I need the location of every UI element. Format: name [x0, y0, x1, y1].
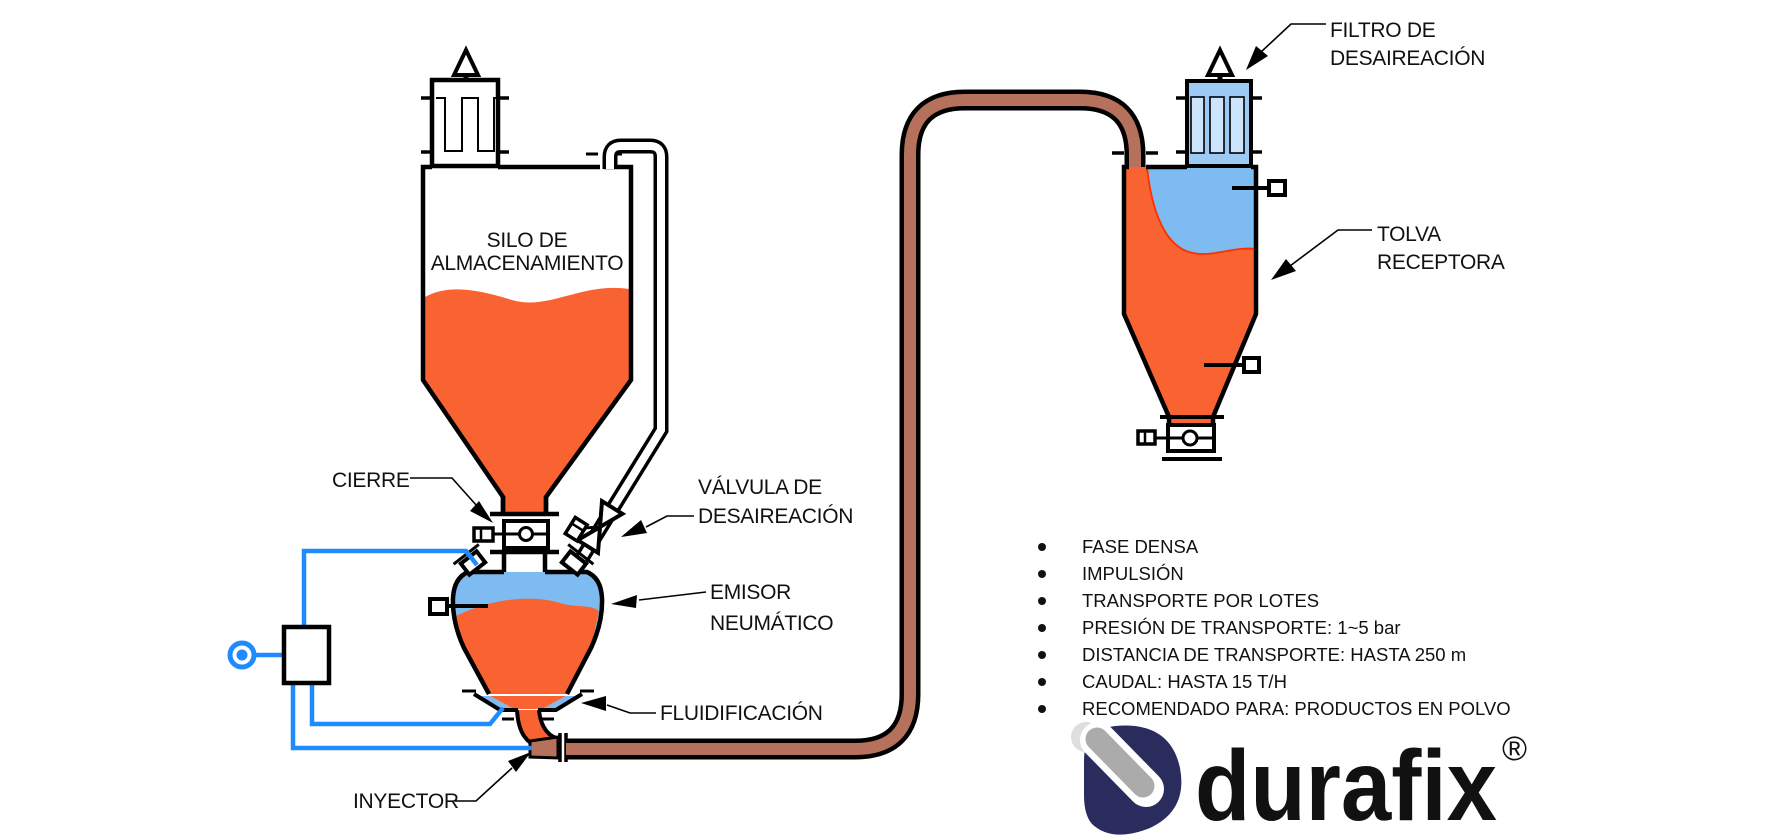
air-line-injector [290, 682, 532, 751]
filtro-label-line2: DESAIREACIÓN [1330, 47, 1485, 70]
hopper-air-fill [1147, 167, 1256, 255]
air-line-emitter-top [301, 548, 479, 628]
silo-label-line1: SILO DE [487, 229, 568, 252]
air-control-box [281, 624, 332, 686]
bullet-icon [1038, 570, 1046, 578]
emitter-right-air-stub [559, 543, 595, 578]
silo-material-fill [425, 287, 629, 513]
spec-item: PRESIÓN DE TRANSPORTE: 1~5 bar [1035, 614, 1555, 641]
leader-fluidificacion [581, 696, 656, 714]
leader-inyector [455, 752, 531, 802]
air-line-fluidification [309, 682, 505, 727]
pneumatic-air-circuit [227, 548, 532, 751]
valvula-label-line2: DESAIREACIÓN [698, 505, 853, 528]
emitter-outline [450, 569, 605, 696]
bullet-icon [1038, 651, 1046, 659]
emisor-label-line1: EMISOR [710, 581, 791, 604]
registered-trademark-icon: ® [1502, 730, 1527, 768]
transport-pipe [566, 89, 1146, 760]
bullet-icon [1038, 597, 1046, 605]
hopper-discharge-valve [1136, 415, 1224, 461]
spec-item: DISTANCIA DE TRANSPORTE: HASTA 250 m [1035, 641, 1555, 668]
deaeration-valve [562, 497, 627, 557]
bullet-icon [1038, 678, 1046, 686]
spec-item: IMPULSIÓN [1035, 560, 1555, 587]
bullet-icon [1038, 543, 1046, 551]
inyector-label: INYECTOR [353, 790, 459, 813]
tolva-label-line1: TOLVA [1377, 223, 1441, 246]
durafix-logo: durafix ® [1071, 722, 1527, 836]
pneumatic-emitter [428, 543, 605, 757]
spec-item: TRANSPORTE POR LOTES [1035, 587, 1555, 614]
storage-silo [420, 45, 634, 513]
bullet-icon [1038, 705, 1046, 713]
spec-item: FASE DENSA [1035, 533, 1555, 560]
spec-item: CAUDAL: HASTA 15 T/H [1035, 668, 1555, 695]
air-source-icon [227, 640, 257, 670]
leader-arrows [410, 23, 1372, 802]
filtro-label-line1: FILTRO DE [1330, 19, 1436, 42]
logo-wordmark: durafix [1195, 730, 1497, 836]
leader-cierre [410, 477, 493, 523]
spec-item: RECOMENDADO PARA: PRODUCTOS EN POLVO [1035, 695, 1555, 722]
leader-valvula [621, 515, 694, 537]
fluidification-ring [462, 689, 594, 721]
silo-filter [421, 77, 509, 169]
silo-filter-pleats [436, 97, 496, 152]
emitter-level-sensor [428, 597, 488, 616]
hopper-stream-boundary [1146, 166, 1257, 255]
hopper-filter [1176, 79, 1262, 168]
hopper-upper-level-sensor [1232, 179, 1287, 197]
leader-filtro [1246, 23, 1326, 70]
cierre-valve [472, 497, 559, 572]
deaeration-duct [569, 138, 669, 572]
receiving-hopper [1112, 45, 1287, 461]
cierre-label: CIERRE [332, 469, 410, 492]
leader-tolva [1271, 229, 1372, 280]
tolva-label-line2: RECEPTORA [1377, 251, 1505, 274]
emisor-label-line2: NEUMÁTICO [710, 612, 833, 635]
silo-label-line2: ALMACENAMIENTO [431, 252, 624, 275]
fluidificacion-label: FLUIDIFICACIÓN [660, 702, 823, 725]
bullet-icon [1038, 624, 1046, 632]
silo-vent-icon [450, 45, 482, 81]
hopper-filter-flange-ticks [1176, 96, 1262, 154]
hopper-material-fill [1124, 167, 1256, 424]
hopper-outline [1121, 164, 1259, 424]
hopper-lower-level-sensor [1204, 356, 1261, 374]
leader-emisor [611, 591, 707, 608]
specs-list: FASE DENSA IMPULSIÓN TRANSPORTE POR LOTE… [1035, 533, 1555, 722]
silo-filter-flange-ticks [421, 96, 509, 154]
emitter-material-fill [456, 598, 599, 694]
hopper-vent-icon [1204, 45, 1236, 82]
valvula-label-line1: VÁLVULA DE [698, 476, 822, 499]
diagram-labels: SILO DE ALMACENAMIENTO CIERRE VÁLVULA DE… [332, 19, 1505, 813]
